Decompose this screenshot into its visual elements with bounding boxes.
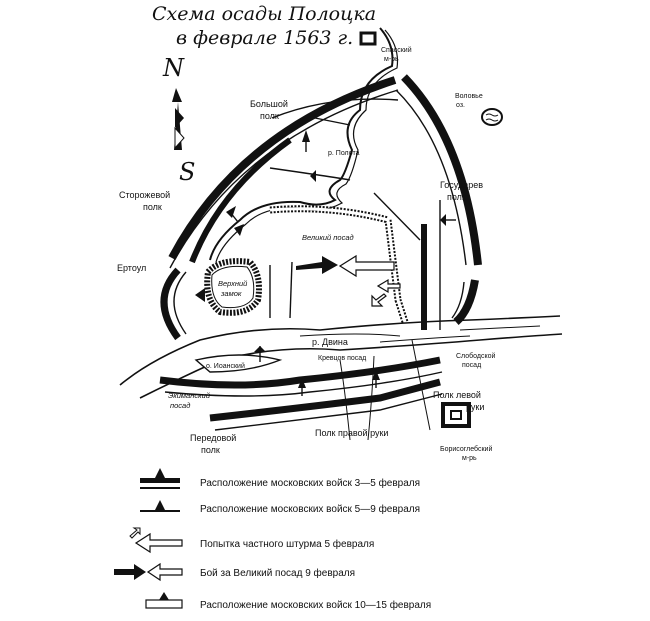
compass-feather-icon [174,126,185,150]
verkhniy-castle: Верхний замок [204,258,262,316]
label-gosudarev-2: полк [447,192,466,202]
siege-ring-inner [189,98,441,330]
legend-item-feb3-5: Расположение московских войск 3—5 феврал… [140,468,420,489]
label-borisoglebsky-2: м-рь [462,455,477,462]
label-kreytse: Кревцов посад [318,355,366,362]
legend-text-feb3-5: Расположение московских войск 3—5 феврал… [200,477,420,489]
label-borisoglebsky: Борисоглебский [440,445,492,453]
label-levoy-2: руки [466,402,484,412]
lake-icon [481,108,503,126]
compass-south: S [179,158,195,186]
label-verkhniy-2: замок [220,289,242,298]
dvina-river-north-bank [119,315,561,386]
legend-text-assault: Попытка частного штурма 5 февраля [200,538,374,550]
borisoglebsky-monastery: Борисоглебский м-рь [440,402,492,462]
siege-ring-north [168,74,482,326]
label-storozhevoy-2: полк [143,202,162,212]
label-velikiy-posad: Великий посад [302,233,354,242]
battle-arrow-icon [296,256,338,274]
label-slobodskoy-2: посад [462,362,481,369]
legend-item-battle: Бой за Великий посад 9 февраля [114,562,355,582]
compass-rose: N S [162,54,195,186]
label-verkhniy: Верхний [218,279,248,288]
monastery-icon [359,31,377,46]
assault-arrow-icon [338,254,395,278]
ioansky-island [194,354,283,373]
label-slobodskoy: Слободской [456,352,495,360]
map-position-markers [195,130,456,396]
compass-feather-icon [175,108,184,128]
label-gosudarev: Государев [440,180,483,190]
dvina-river-south-bank [139,333,563,399]
siege-ring-south [159,356,443,431]
map-assault-arrows [296,254,401,307]
label-storozhevoy: Сторожевой [119,190,170,200]
label-volovye-2: оз. [456,102,465,109]
label-dvina: р. Двина [312,337,348,347]
label-bolshoy: Большой [250,99,288,109]
label-peredovoy-2: полк [201,445,220,455]
legend-item-assault: Попытка частного штурма 5 февраля [129,527,374,554]
legend-text-feb5-9: Расположение московских войск 5—9 феврал… [200,503,420,515]
polota-river [209,27,394,261]
legend: Расположение московских войск 3—5 феврал… [114,468,431,611]
legend-text-battle: Бой за Великий посад 9 февраля [200,567,355,579]
map-subtitle: в феврале 1563 г. [176,27,353,49]
map-title: Схема осады Полоцка [152,3,376,25]
label-polota: р. Полота [328,150,360,157]
legend-text-feb10-15: Расположение московских войск 10—15 февр… [200,599,431,611]
label-ertoul: Ертоул [117,263,146,273]
label-ostrov: о. Иоанский [206,362,245,370]
label-bolshoy-2: полк [260,111,279,121]
label-volovye: Воловье [455,93,483,100]
volovye-lake: Воловье оз. [455,93,503,126]
label-ekimansky: Экиманский [168,391,211,400]
label-ekimansky-2: посад [170,401,190,410]
label-levoy: Полк левой [433,390,481,400]
legend-item-feb5-9: Расположение московских войск 5—9 феврал… [140,500,420,515]
ertoul-position [160,261,293,341]
label-pravoy: Полк правой руки [315,428,388,438]
legend-item-feb10-15: Расположение московских войск 10—15 февр… [145,592,431,611]
label-peredovoy: Передовой [190,433,236,443]
compass-north: N [162,54,185,82]
